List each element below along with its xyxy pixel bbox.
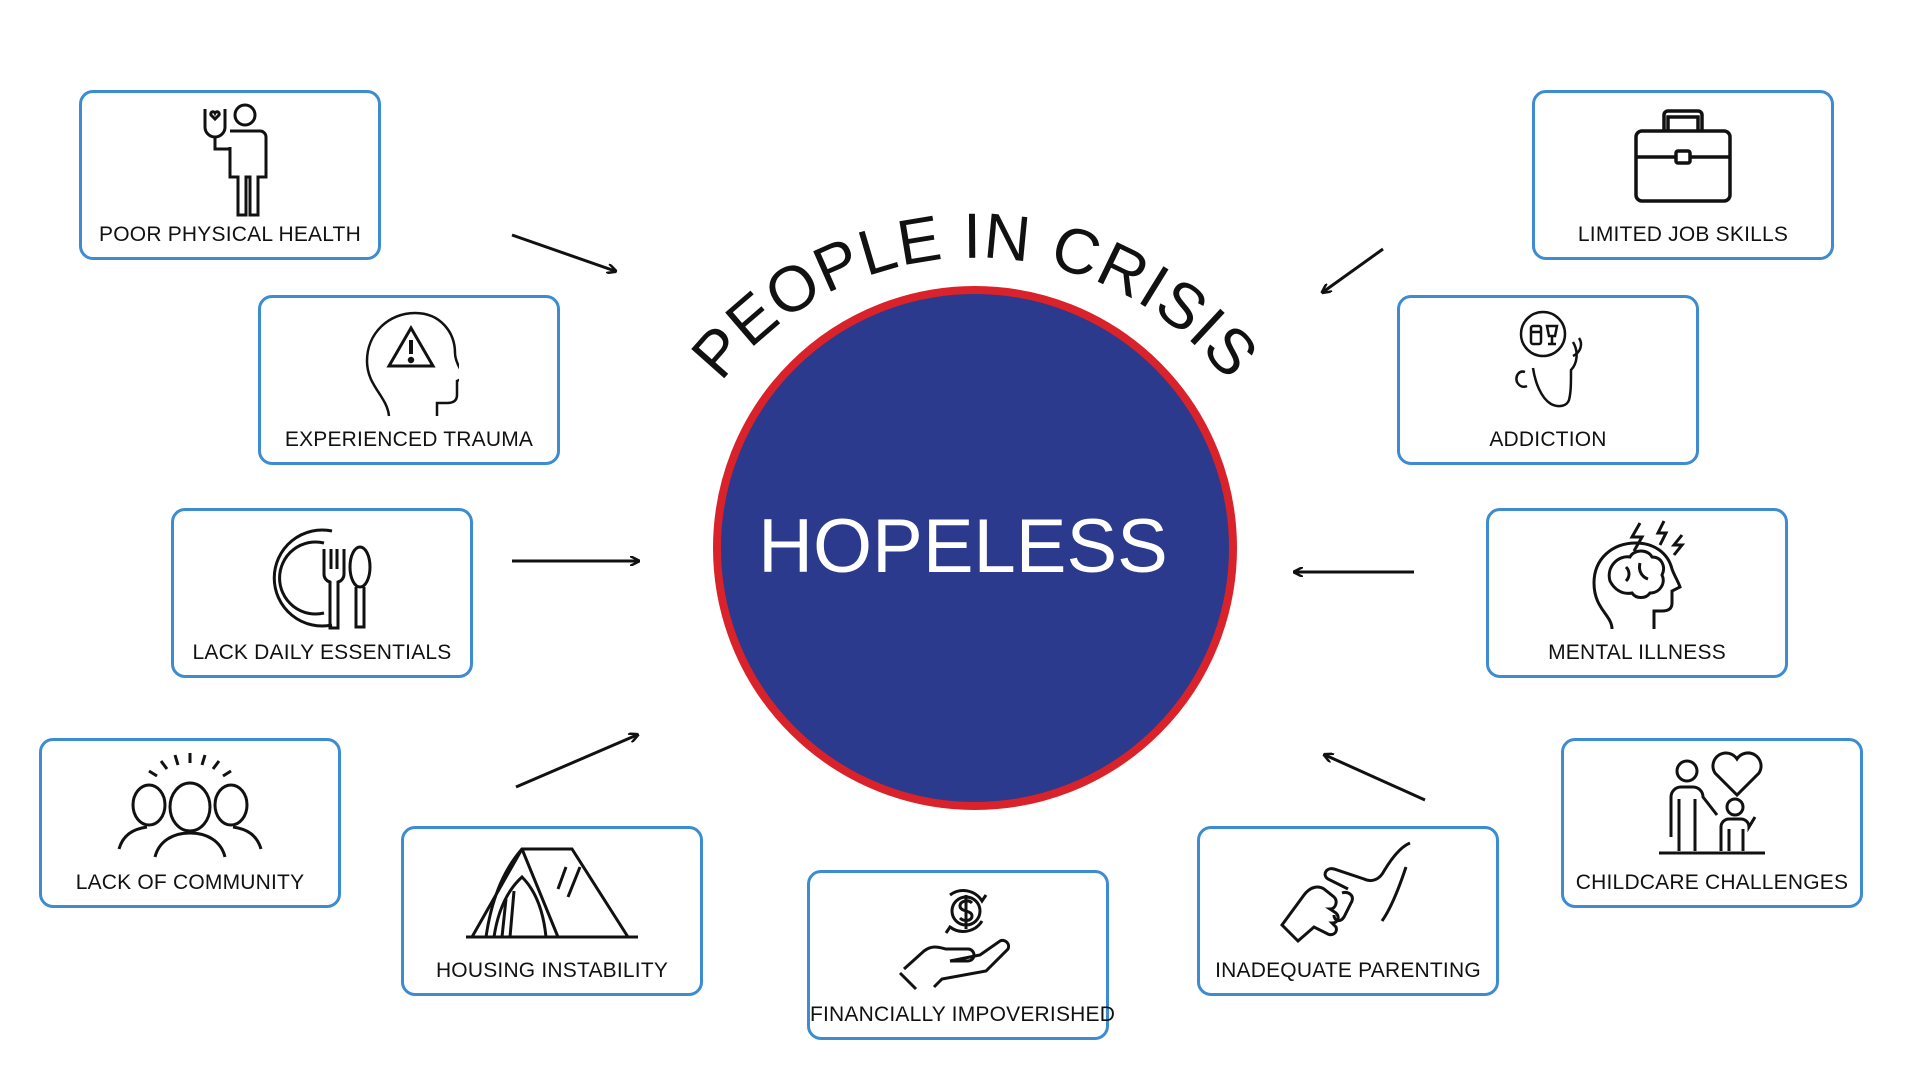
head-substance-icon <box>1515 310 1583 408</box>
center-label: HOPELESS <box>758 504 1168 589</box>
brain-lightning-icon <box>1592 520 1686 630</box>
card-label: POOR PHYSICAL HEALTH <box>99 223 361 246</box>
card-label: INADEQUATE PARENTING <box>1215 959 1481 982</box>
card-label: ADDICTION <box>1489 428 1607 451</box>
card-housing-instability: HOUSING INSTABILITY <box>401 826 703 996</box>
card-label: FINANCIALLY IMPOVERISHED <box>810 1003 1116 1026</box>
card-childcare-challenges: CHILDCARE CHALLENGES <box>1561 738 1863 908</box>
parent-child-heart-icon <box>1659 751 1765 855</box>
community-icon <box>117 753 263 858</box>
arrow-job-skills <box>1323 247 1384 292</box>
arrow-housing <box>515 735 637 789</box>
card-mental-illness: MENTAL ILLNESS <box>1486 508 1788 678</box>
briefcase-icon <box>1634 109 1732 203</box>
arrow-physical-health <box>511 233 615 271</box>
card-label: HOUSING INSTABILITY <box>435 959 669 982</box>
card-label: LIMITED JOB SKILLS <box>1577 223 1789 246</box>
card-limited-job-skills: LIMITED JOB SKILLS <box>1532 90 1834 260</box>
card-label: CHILDCARE CHALLENGES <box>1575 871 1849 894</box>
card-experienced-trauma: EXPERIENCED TRAUMA <box>258 295 560 465</box>
holding-hands-icon <box>1280 841 1411 944</box>
arrow-parenting <box>1325 755 1426 802</box>
card-label: MENTAL ILLNESS <box>1548 641 1726 664</box>
card-addiction: ADDICTION <box>1397 295 1699 465</box>
card-label: LACK DAILY ESSENTIALS <box>192 641 452 664</box>
card-financially-impoverished: FINANCIALLY IMPOVERISHED <box>807 870 1116 1040</box>
hopeless-circle <box>713 286 1237 810</box>
money-hand-icon <box>898 889 1011 991</box>
head-warning-icon <box>365 311 459 417</box>
card-lack-daily-essentials: LACK DAILY ESSENTIALS <box>171 508 473 678</box>
card-lack-of-community: LACK OF COMMUNITY <box>39 738 341 908</box>
card-label: EXPERIENCED TRAUMA <box>284 428 534 451</box>
card-poor-physical-health: POOR PHYSICAL HEALTH <box>79 90 381 260</box>
tent-icon <box>466 847 638 939</box>
card-label: LACK OF COMMUNITY <box>75 871 305 894</box>
doctor-icon <box>203 103 268 217</box>
plate-cutlery-icon <box>272 528 372 630</box>
card-inadequate-parenting: INADEQUATE PARENTING <box>1197 826 1499 996</box>
